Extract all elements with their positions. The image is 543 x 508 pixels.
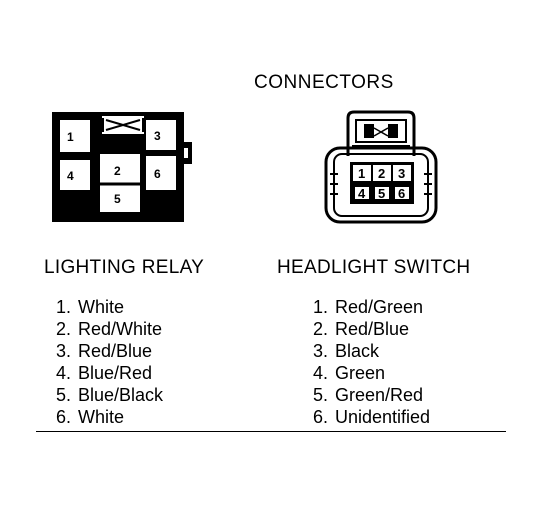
connectors-title: CONNECTORS <box>254 72 394 93</box>
wire-number: 6. <box>313 407 329 427</box>
relay-pin-2: 2 <box>114 164 121 178</box>
wire-color: Red/White <box>78 319 163 339</box>
wire-number: 4. <box>56 363 72 383</box>
wire-color: Black <box>335 341 380 361</box>
switch-latch <box>346 110 416 156</box>
list-item: 5. Blue/Black <box>56 384 163 406</box>
headlight-switch-wire-list: 1. Red/Green 2. Red/Blue 3. Black 4. Green 5… <box>313 296 430 428</box>
headlight-switch-connector-diagram: 1 2 3 4 5 6 <box>324 110 438 224</box>
wire-color: Blue/Black <box>78 385 164 405</box>
switch-pin-1: 1 <box>358 166 365 181</box>
list-item: 4. Blue/Red <box>56 362 163 384</box>
wire-color: Red/Green <box>335 297 424 317</box>
wire-number: 5. <box>56 385 72 405</box>
switch-pin-3: 3 <box>398 166 405 181</box>
switch-connector-shell <box>324 146 438 224</box>
relay-pin-4: 4 <box>67 169 74 183</box>
wire-color: Red/Blue <box>335 319 410 339</box>
wire-color: Blue/Red <box>78 363 153 383</box>
wire-number: 2. <box>313 319 329 339</box>
wire-number: 6. <box>56 407 72 427</box>
list-item: 5. Green/Red <box>313 384 430 406</box>
wire-number: 1. <box>313 297 329 317</box>
lighting-relay-wire-list: 1. White 2. Red/White 3. Red/Blue 4. Blue/Re… <box>56 296 163 428</box>
wire-color: White <box>78 297 125 317</box>
list-item: 1. Red/Green <box>313 296 430 318</box>
relay-pin-5: 5 <box>114 192 121 206</box>
wire-color: White <box>78 407 125 427</box>
list-item: 1. White <box>56 296 163 318</box>
switch-pin-2: 2 <box>378 166 385 181</box>
list-item: 3. Red/Blue <box>56 340 163 362</box>
list-item: 6. White <box>56 406 163 428</box>
wire-number: 5. <box>313 385 329 405</box>
list-item: 3. Black <box>313 340 430 362</box>
lighting-relay-connector-diagram: 1 4 2 5 3 6 <box>52 112 192 222</box>
lighting-relay-heading: LIGHTING RELAY <box>44 257 205 278</box>
relay-pin-3: 3 <box>154 129 161 143</box>
wire-number: 3. <box>56 341 72 361</box>
wire-number: 1. <box>56 297 72 317</box>
wire-color: Green <box>335 363 386 383</box>
wire-number: 3. <box>313 341 329 361</box>
switch-pin-6: 6 <box>398 186 405 201</box>
wire-color: Green/Red <box>335 385 424 405</box>
wire-number: 4. <box>313 363 329 383</box>
wire-number: 2. <box>56 319 72 339</box>
divider <box>36 431 506 432</box>
list-item: 2. Red/Blue <box>313 318 430 340</box>
headlight-switch-heading: HEADLIGHT SWITCH <box>277 257 471 278</box>
wire-color: Red/Blue <box>78 341 153 361</box>
switch-pin-5: 5 <box>378 186 385 201</box>
relay-pin-6: 6 <box>154 167 161 181</box>
wire-color: Unidentified <box>335 407 431 427</box>
relay-pin-1: 1 <box>67 130 74 144</box>
list-item: 2. Red/White <box>56 318 163 340</box>
list-item: 4. Green <box>313 362 430 384</box>
switch-pin-4: 4 <box>358 186 366 201</box>
list-item: 6. Unidentified <box>313 406 430 428</box>
